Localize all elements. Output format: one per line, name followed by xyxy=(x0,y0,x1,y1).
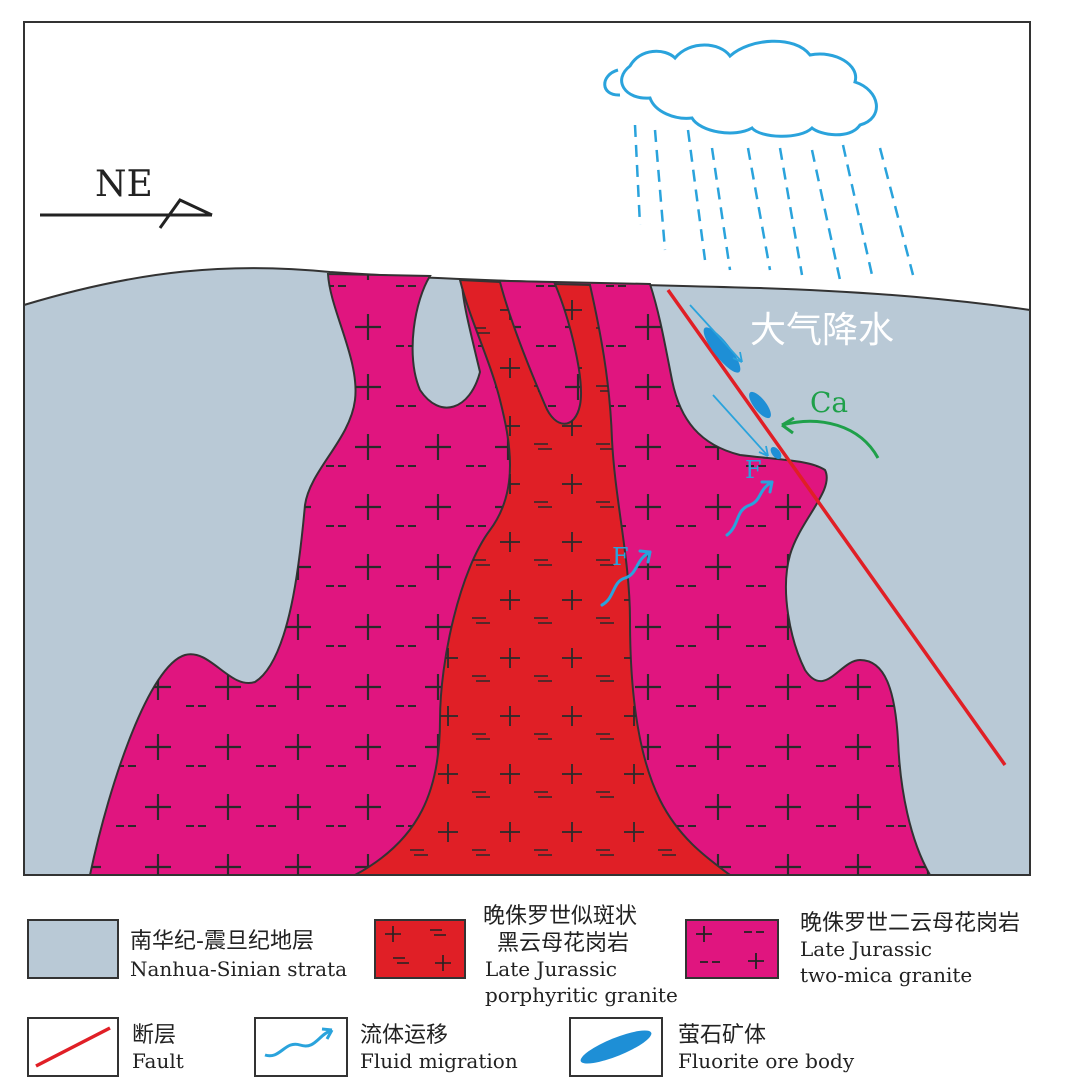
legend-strata-en: Nanhua-Sinian strata xyxy=(130,957,347,981)
legend-porphyritic-en1: Late Jurassic xyxy=(485,957,617,981)
legend-fluid-cn: 流体运移 xyxy=(360,1023,448,1048)
legend-fluorite-cn: 萤石矿体 xyxy=(678,1023,766,1048)
legend-fluid-en: Fluid migration xyxy=(360,1049,518,1073)
rain-lines xyxy=(633,124,915,281)
legend: 南华纪-震旦纪地层 Nanhua-Sinian strata 晚侏罗世似斑状 黑… xyxy=(27,904,1020,1077)
legend-two-mica-cn: 晚侏罗世二云母花岗岩 xyxy=(800,911,1020,936)
legend-strata-cn: 南华纪-震旦纪地层 xyxy=(130,929,314,954)
legend-two-mica-en2: two-mica granite xyxy=(800,963,972,987)
legend-swatch-fluid xyxy=(254,1017,348,1077)
fluorite-ore-bodies xyxy=(703,327,782,460)
legend-fault-cn: 断层 xyxy=(132,1023,176,1048)
meteoric-water-arrows xyxy=(689,304,769,457)
legend-fault-en: Fault xyxy=(132,1049,184,1073)
legend-porphyritic-cn2: 黑云母花岗岩 xyxy=(497,931,629,956)
legend-swatch-porphyritic xyxy=(374,919,466,979)
legend-swatch-two-mica xyxy=(685,919,779,979)
f-label-right: F xyxy=(745,456,762,484)
ca-arrow xyxy=(781,416,880,459)
legend-two-mica-en1: Late Jurassic xyxy=(800,937,932,961)
ne-label: NE xyxy=(95,164,153,205)
porphyritic-granite-body xyxy=(354,278,734,876)
legend-fluorite-en: Fluorite ore body xyxy=(678,1049,855,1073)
legend-swatch-strata xyxy=(27,919,119,979)
cloud-icon xyxy=(603,39,878,138)
fluid-migration-arrows xyxy=(600,480,774,607)
precipitation-label: 大气降水 xyxy=(750,310,894,351)
ne-direction-arrow xyxy=(40,198,213,229)
legend-porphyritic-cn1: 晚侏罗世似斑状 xyxy=(483,904,637,929)
legend-porphyritic-en2: porphyritic granite xyxy=(485,983,678,1007)
f-label-center: F xyxy=(612,543,629,571)
ca-label: Ca xyxy=(810,386,848,419)
fault-line xyxy=(666,288,1007,767)
